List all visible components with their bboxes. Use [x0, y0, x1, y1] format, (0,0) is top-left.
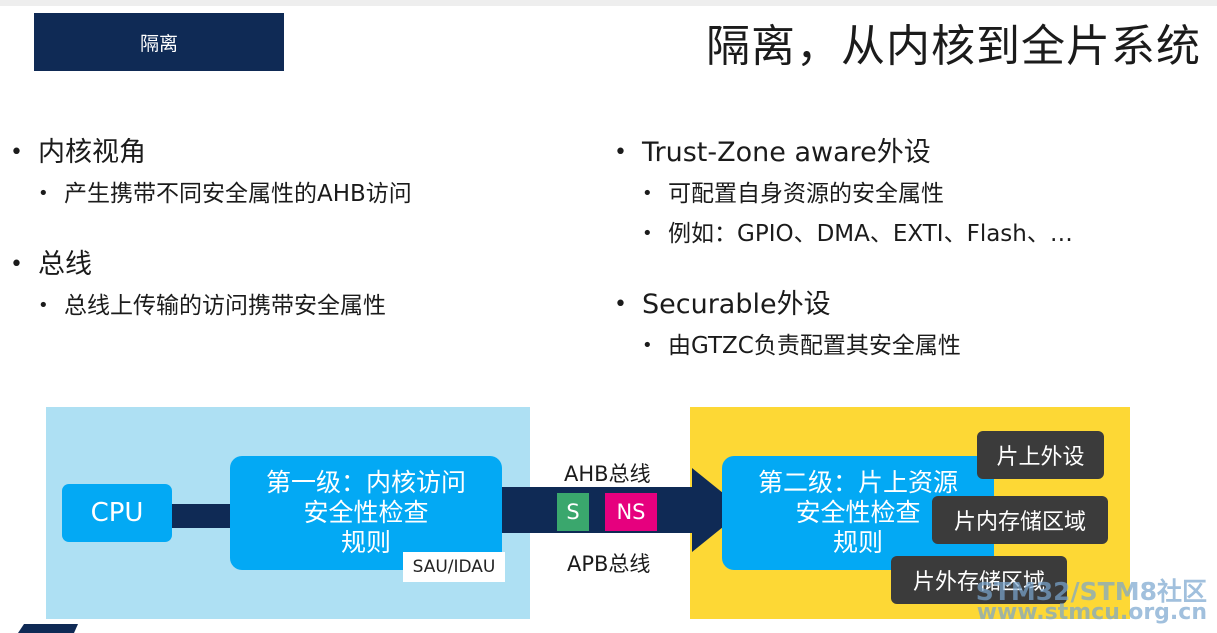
- sub-bullet-text: 例如：GPIO、DMA、EXTI、Flash、…: [668, 221, 1073, 247]
- level1-rules-box: 第一级：内核访问 安全性检查 规则: [230, 456, 502, 570]
- bullet-bus: • 总线: [10, 244, 570, 286]
- resource-label: 片外存储区域: [912, 570, 1045, 595]
- bullet-dot-icon: •: [614, 140, 627, 165]
- sub-bullet-text: 总线上传输的访问携带安全属性: [64, 293, 386, 319]
- logo-corner-icon: [18, 624, 78, 633]
- level2-rules-label: 第二级：片上资源 安全性检查 规则: [757, 468, 958, 557]
- sau-idau-label: SAU/IDAU: [403, 552, 505, 582]
- bullet-dot-icon: •: [614, 292, 627, 317]
- right-bullet-column: • Trust-Zone aware外设 • 可配置自身资源的安全属性 • 例如…: [614, 132, 1214, 366]
- secure-tag: S: [557, 493, 589, 531]
- sub-bullet-text: 可配置自身资源的安全属性: [668, 181, 944, 207]
- bullet-core-view: • 内核视角: [10, 132, 570, 174]
- bullet-dot-icon: •: [10, 252, 23, 277]
- sub-bullet-text: 产生携带不同安全属性的AHB访问: [64, 181, 412, 207]
- resource-label: 片内存储区域: [953, 510, 1086, 535]
- bullet-dot-icon: •: [38, 183, 49, 204]
- apb-bus-label: APB总线: [567, 552, 651, 576]
- sub-bullet-trustzone-1: • 可配置自身资源的安全属性: [614, 174, 1214, 214]
- resource-label: 片上外设: [996, 445, 1085, 470]
- non-secure-tag: NS: [605, 493, 657, 531]
- bullet-securable-peripherals: • Securable外设: [614, 284, 1214, 326]
- sub-bullet-trustzone-2: • 例如：GPIO、DMA、EXTI、Flash、…: [614, 214, 1214, 254]
- bullet-text: Securable外设: [642, 289, 831, 320]
- non-secure-tag-label: NS: [616, 500, 646, 524]
- internal-memory-box: 片内存储区域: [932, 496, 1108, 544]
- ahb-bus-label: AHB总线: [564, 462, 651, 486]
- section-tag: 隔离: [34, 13, 284, 71]
- bullet-text: 总线: [38, 249, 92, 280]
- bullet-dot-icon: •: [642, 183, 653, 204]
- watermark-line2: www.stmcu.org.cn: [976, 600, 1207, 625]
- bullet-dot-icon: •: [642, 335, 653, 356]
- sub-bullet-text: 由GTZC负责配置其安全属性: [668, 333, 961, 359]
- secure-tag-label: S: [566, 500, 580, 524]
- cpu-box: CPU: [62, 484, 172, 542]
- bullet-dot-icon: •: [642, 223, 653, 244]
- bullet-text: 内核视角: [38, 137, 146, 168]
- page-title: 隔离，从内核到全片系统: [706, 21, 1201, 72]
- top-border: [0, 0, 1217, 6]
- level2-rules-box: 第二级：片上资源 安全性检查 规则: [722, 456, 994, 570]
- bullet-text: Trust-Zone aware外设: [642, 137, 931, 168]
- sub-bullet-bus: • 总线上传输的访问携带安全属性: [10, 286, 570, 326]
- on-chip-peripherals-box: 片上外设: [977, 431, 1104, 479]
- bullet-trustzone-peripherals: • Trust-Zone aware外设: [614, 132, 1214, 174]
- bullet-dot-icon: •: [38, 295, 49, 316]
- sub-bullet-securable: • 由GTZC负责配置其安全属性: [614, 326, 1214, 366]
- section-tag-label: 隔离: [139, 32, 178, 55]
- cpu-label: CPU: [90, 498, 144, 528]
- watermark-line1: STM32/STM8社区: [975, 577, 1207, 606]
- level1-rules-label: 第一级：内核访问 安全性检查 规则: [265, 468, 466, 557]
- sub-bullet-core-view: • 产生携带不同安全属性的AHB访问: [10, 174, 570, 214]
- left-bullet-column: • 内核视角 • 产生携带不同安全属性的AHB访问 • 总线 • 总线上传输的访…: [10, 132, 570, 326]
- external-memory-box: 片外存储区域: [891, 556, 1067, 604]
- bullet-dot-icon: •: [10, 140, 23, 165]
